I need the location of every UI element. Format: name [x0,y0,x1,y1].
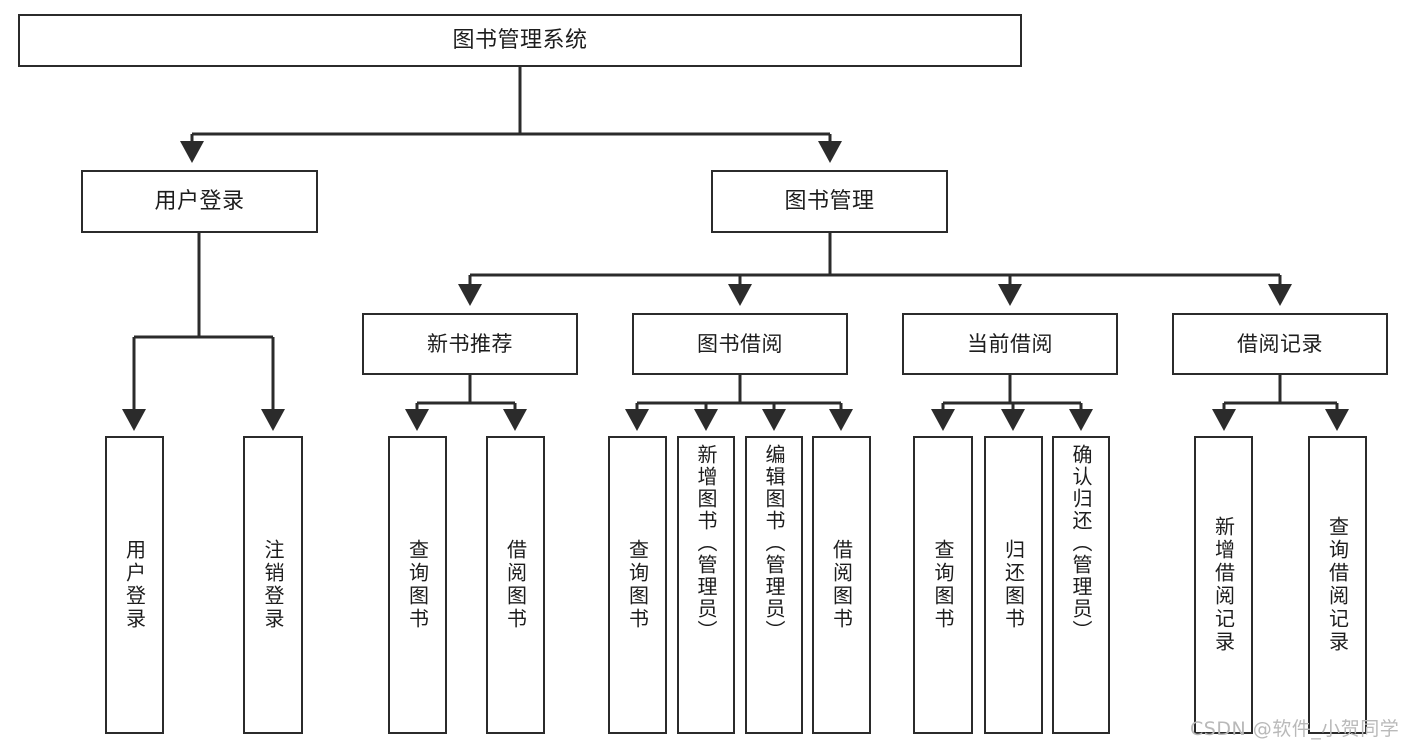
node-label: 新增图书（管理员） [694,444,718,642]
node-label: 查询图书 [405,539,430,631]
leaf-query-borrow-record[interactable]: 查询借阅记录 [1308,436,1367,734]
leaf-query-book-new[interactable]: 查询图书 [388,436,447,734]
node-label: 借阅图书 [503,539,528,631]
leaf-borrow-book-new[interactable]: 借阅图书 [486,436,545,734]
node-label: 借阅图书 [829,539,854,631]
leaf-user-logout[interactable]: 注销登录 [243,436,303,734]
node-label: 借阅记录 [1237,331,1323,356]
node-label: 图书管理 [784,188,875,214]
node-label: 新增借阅记录 [1211,516,1236,654]
node-label: 当前借阅 [967,331,1053,356]
leaf-query-book-current[interactable]: 查询图书 [913,436,973,734]
node-label: 用户登录 [154,188,245,214]
node-user-login[interactable]: 用户登录 [81,170,318,233]
leaf-user-login[interactable]: 用户登录 [105,436,164,734]
node-label: 注销登录 [261,539,285,631]
node-root-system[interactable]: 图书管理系统 [18,14,1022,67]
node-book-management[interactable]: 图书管理 [711,170,948,233]
leaf-add-borrow-record[interactable]: 新增借阅记录 [1194,436,1253,734]
node-new-book-recommend[interactable]: 新书推荐 [362,313,578,375]
node-label: 图书管理系统 [452,27,588,53]
node-label: 查询借阅记录 [1325,516,1350,654]
node-label: 图书借阅 [697,331,783,356]
leaf-return-book[interactable]: 归还图书 [984,436,1043,734]
node-label: 新书推荐 [427,331,513,356]
node-label: 编辑图书（管理员） [762,444,786,642]
leaf-borrow-book[interactable]: 借阅图书 [812,436,871,734]
node-label: 确认归还（管理员） [1069,444,1093,642]
node-label: 用户登录 [122,539,147,631]
node-label: 查询图书 [625,539,650,631]
node-label: 归还图书 [1001,539,1026,631]
node-current-borrow[interactable]: 当前借阅 [902,313,1118,375]
leaf-confirm-return-admin[interactable]: 确认归还（管理员） [1052,436,1110,734]
leaf-query-book-borrow[interactable]: 查询图书 [608,436,667,734]
leaf-edit-book-admin[interactable]: 编辑图书（管理员） [745,436,803,734]
csdn-watermark: CSDN @软件_小贺同学 [1190,714,1399,741]
node-borrow-record[interactable]: 借阅记录 [1172,313,1388,375]
node-book-borrow[interactable]: 图书借阅 [632,313,848,375]
watermark-text: CSDN @软件_小贺同学 [1190,718,1400,740]
leaf-add-book-admin[interactable]: 新增图书（管理员） [677,436,735,734]
node-label: 查询图书 [931,539,955,631]
